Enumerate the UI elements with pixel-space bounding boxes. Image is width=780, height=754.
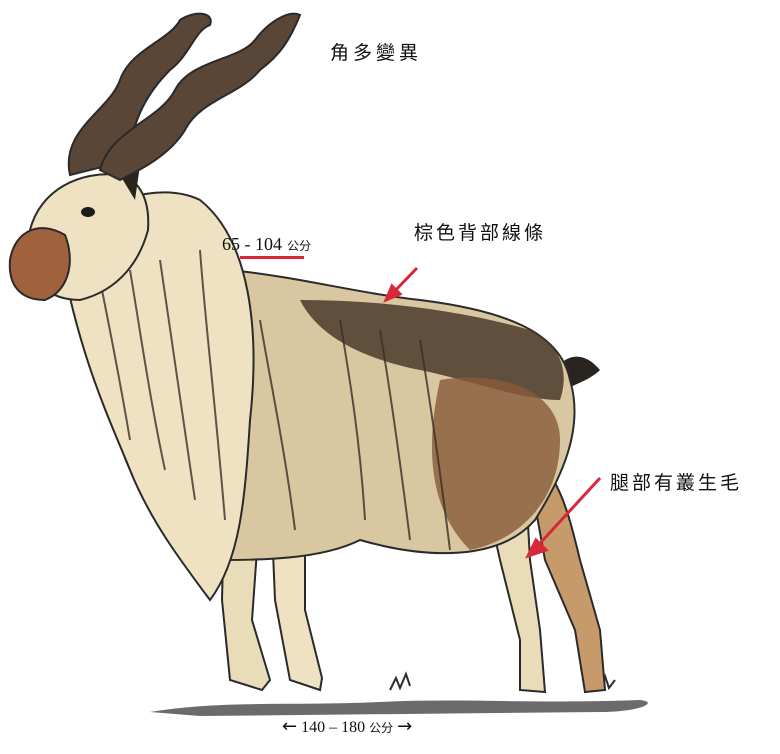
shoulder-height-unit: 公分 <box>287 239 312 253</box>
body-length-label: ← 140 – 180 公分 → <box>282 716 412 737</box>
leg-hair-label: 腿部有叢生毛 <box>610 472 743 494</box>
eye <box>81 207 95 217</box>
hair-strokes <box>99 249 451 551</box>
horn-label: 角多變異 <box>330 42 423 64</box>
arrow-left-icon: ← <box>282 716 298 737</box>
arrow-right-icon: → <box>397 716 413 737</box>
back-stripe <box>300 300 564 400</box>
shoulder-height-underline <box>240 256 304 259</box>
neck-ruff <box>58 191 255 602</box>
body-length-value: 140 – 180 <box>301 719 366 736</box>
back-stripe-label: 棕色背部線條 <box>414 222 547 244</box>
muzzle <box>8 227 71 302</box>
shoulder-height-value: 65 - 104 <box>222 234 282 254</box>
back-pointer-arrow <box>383 266 419 303</box>
hind-quarter <box>431 377 560 550</box>
shoulder-height-label: 65 - 104 公分 <box>222 234 311 255</box>
leg-pointer-arrow <box>525 476 602 559</box>
ground <box>150 700 648 716</box>
body-length-unit: 公分 <box>369 721 394 735</box>
horns <box>67 12 302 182</box>
